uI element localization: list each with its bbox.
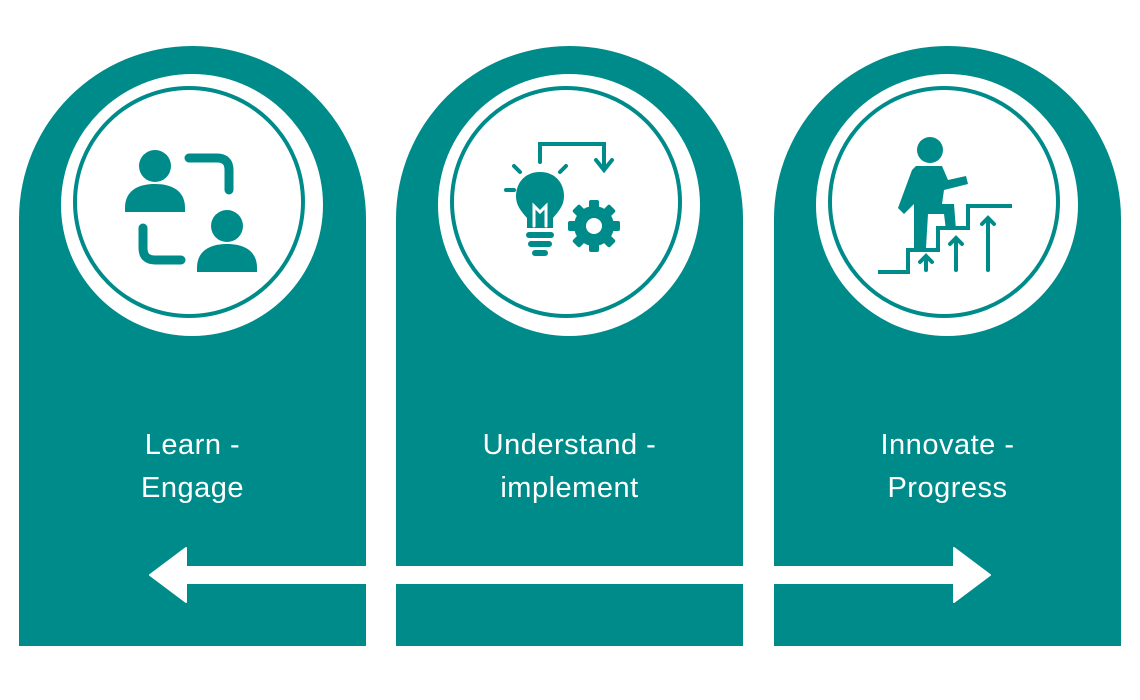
step-pillar-understand: Understand - implement (396, 46, 743, 646)
step-label-line2: implement (500, 472, 639, 504)
step-label-line1: Innovate - (880, 429, 1015, 461)
step-label-line2: Progress (887, 472, 1008, 504)
step-label-line1: Understand - (482, 429, 657, 461)
icon-ring (450, 86, 682, 318)
step-label: Understand - implement (396, 424, 743, 510)
step-pillar-learn: Learn - Engage (19, 46, 366, 646)
step-label-line1: Learn - (144, 429, 241, 461)
icon-ring (73, 86, 305, 318)
icon-disc (438, 74, 700, 336)
icon-disc (61, 74, 323, 336)
step-pillar-innovate: Innovate - Progress (774, 46, 1121, 646)
people-exchange-icon (125, 150, 257, 272)
icon-ring (828, 86, 1060, 318)
climbing-stairs-icon (878, 137, 1012, 274)
step-label: Innovate - Progress (774, 424, 1121, 510)
lightbulb-gear-icon (504, 142, 620, 256)
step-label-line2: Engage (141, 472, 244, 504)
step-label: Learn - Engage (19, 424, 366, 510)
icon-disc (816, 74, 1078, 336)
